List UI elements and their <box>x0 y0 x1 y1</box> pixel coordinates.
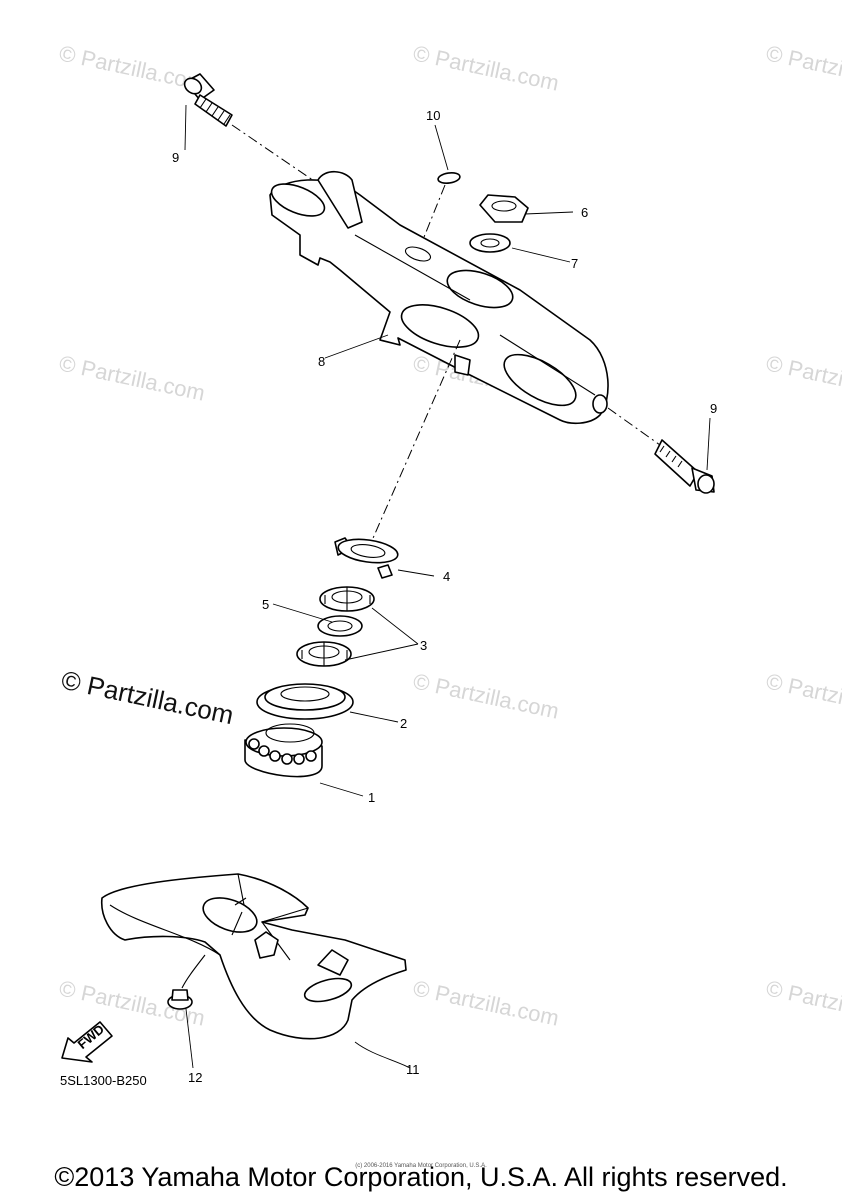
lock-washer <box>334 537 399 579</box>
steering-nut <box>479 194 529 223</box>
bearing-race-cover <box>256 683 354 720</box>
callout-5: 5 <box>262 597 269 612</box>
callout-11: 11 <box>406 1062 420 1077</box>
bolt-right <box>654 439 715 494</box>
callout-7: 7 <box>571 256 578 271</box>
ball-bearing <box>244 723 323 778</box>
callout-9: 9 <box>172 150 179 165</box>
watermark: © Partzilla.com <box>764 350 842 405</box>
callout-4: 4 <box>443 569 450 584</box>
callout-8: 8 <box>318 354 325 369</box>
callout-10: 10 <box>426 108 440 123</box>
callout-labels: 9 10 6 7 8 9 4 5 3 2 1 11 12 <box>172 108 717 1085</box>
copyright-notice: ©2013 Yamaha Motor Corporation, U.S.A. A… <box>54 1162 788 1192</box>
watermark: © Partzilla.com <box>764 40 842 95</box>
bolt-upper-left <box>183 73 233 127</box>
seal-washer <box>437 172 461 184</box>
callout-6: 6 <box>581 205 588 220</box>
watermark: © Partzilla.com <box>411 40 561 95</box>
watermark: © Partzilla.com <box>764 975 842 1030</box>
callout-3: 3 <box>420 638 427 653</box>
callout-12: 12 <box>188 1070 202 1085</box>
ring-nut-upper <box>319 586 375 612</box>
tiny-copyright: (c) 2006-2016 Yamaha Motor Corporation, … <box>355 1163 487 1169</box>
fwd-arrow-icon: FWD <box>61 1021 113 1063</box>
leader-lines <box>184 104 711 1069</box>
watermark: © Partzilla.com <box>411 668 561 723</box>
callout-9: 9 <box>710 401 717 416</box>
diagram-code: 5SL1300-B250 <box>60 1073 147 1088</box>
watermark-prominent: © Partzilla.com <box>59 665 237 731</box>
watermark: © Partzilla.com <box>411 975 561 1030</box>
upper-bracket <box>269 170 609 425</box>
watermark: © Partzilla.com <box>764 668 842 723</box>
ring-nut-lower <box>296 641 352 667</box>
callout-2: 2 <box>400 716 407 731</box>
cover-screw <box>167 954 206 1010</box>
steering-cover <box>100 873 407 1040</box>
plain-washer <box>469 233 511 253</box>
callout-1: 1 <box>368 790 375 805</box>
watermark: © Partzilla.com <box>57 350 207 405</box>
rubber-washer <box>317 615 363 637</box>
